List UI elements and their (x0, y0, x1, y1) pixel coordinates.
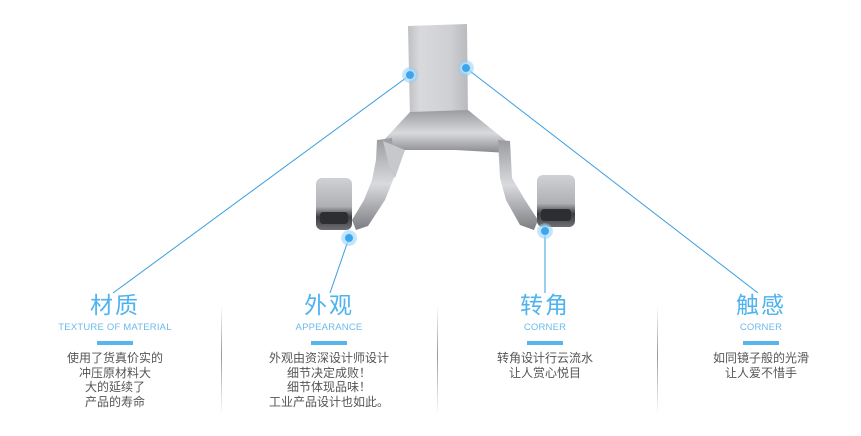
description-line: 冲压原材料大 (78, 365, 151, 380)
callout-dots (341, 60, 553, 246)
feature-subtitle: TEXTURE OF MATERIAL (58, 322, 172, 333)
column-divider (221, 305, 222, 415)
feature-subtitle: APPEARANCE (295, 322, 363, 333)
description-line: 工业产品设计也如此。 (268, 394, 389, 409)
column-divider (437, 305, 438, 415)
description-line: 如同镜子般的光滑 (712, 351, 809, 365)
callout-line-material (112, 74, 411, 294)
feature-material: 材质 TEXTURE OF MATERIAL 使用了货真价实的 冲压原材料大 大… (15, 292, 215, 409)
callout-line-appearance (329, 237, 350, 294)
description-line: 大的延续了 (84, 380, 145, 394)
feature-title: 外观 (304, 293, 354, 319)
description-line: 转角设计行云流水 (496, 351, 593, 365)
feature-touch: 触感 CORNER 如同镜子般的光滑 让人爱不惜手 (661, 292, 861, 380)
description-line: 让人爱不惜手 (724, 365, 797, 380)
feature-subtitle: CORNER (739, 322, 783, 333)
callout-lines (112, 67, 759, 294)
description-line: 细节体现品味！ (286, 380, 371, 394)
hotspot-dot-icon (402, 67, 418, 83)
feature-appearance: 外观 APPEARANCE 外观由资深设计师设计 细节决定成败！ 细节体现品味！… (229, 292, 429, 409)
description-line: 外观由资深设计师设计 (268, 351, 389, 365)
hotspot-dot-icon (341, 230, 357, 246)
feature-corner: 转角 CORNER 转角设计行云流水 让人赏心悦目 (445, 292, 645, 380)
metal-clip-shape (316, 24, 575, 230)
feature-description: 使用了货真价实的 冲压原材料大 大的延续了 产品的寿命 (15, 351, 215, 409)
description-line: 使用了货真价实的 (66, 351, 163, 365)
hotspot-dot-icon (537, 223, 553, 239)
accent-bar (743, 341, 779, 345)
feature-description: 外观由资深设计师设计 细节决定成败！ 细节体现品味！ 工业产品设计也如此。 (229, 351, 429, 409)
feature-subtitle: CORNER (523, 322, 567, 333)
description-line: 让人赏心悦目 (508, 365, 581, 380)
hotspot-dot-icon (458, 60, 474, 76)
description-line: 产品的寿命 (84, 394, 145, 409)
accent-bar (311, 341, 347, 345)
feature-title: 触感 (736, 293, 786, 319)
description-line: 细节决定成败！ (286, 365, 371, 380)
feature-description: 如同镜子般的光滑 让人爱不惜手 (661, 351, 861, 380)
feature-description: 转角设计行云流水 让人赏心悦目 (445, 351, 645, 380)
accent-bar (97, 341, 133, 345)
column-divider (657, 305, 658, 415)
feature-title: 材质 (90, 293, 140, 319)
feature-title: 转角 (520, 293, 570, 319)
accent-bar (527, 341, 563, 345)
callout-line-touch (465, 67, 759, 294)
